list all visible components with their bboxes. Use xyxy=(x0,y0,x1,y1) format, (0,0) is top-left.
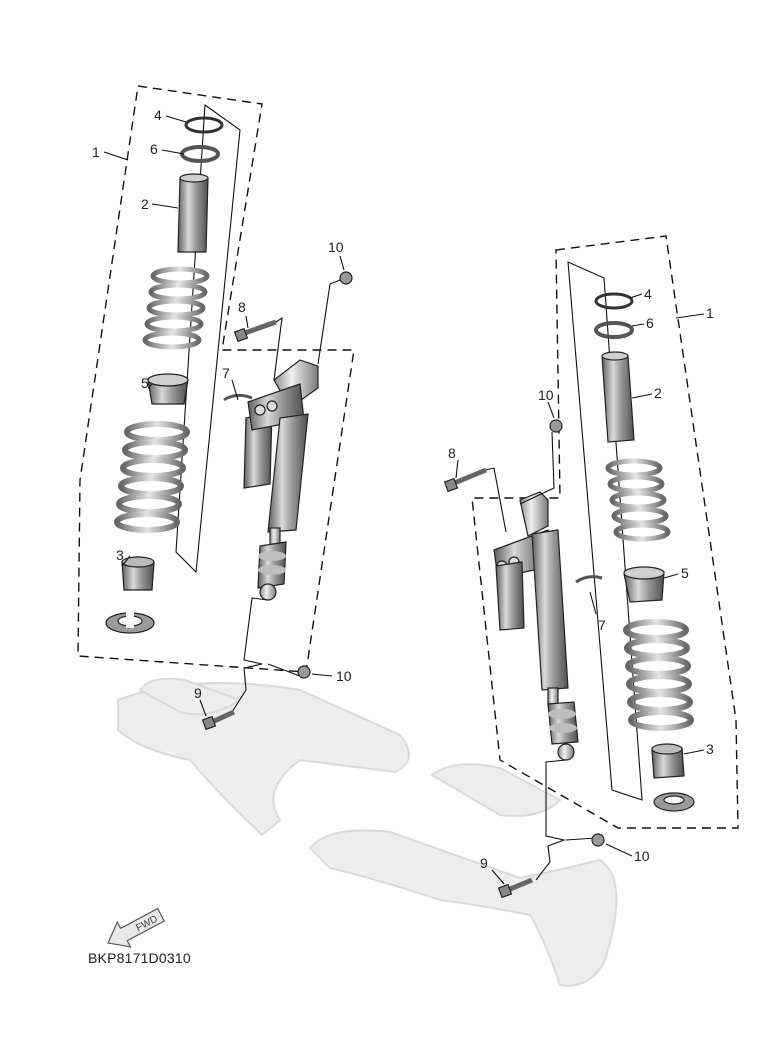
right-lower-leader xyxy=(535,759,597,881)
ghost-swingarm-left xyxy=(117,677,410,837)
right-assembly-leader xyxy=(567,261,643,801)
left-spring-guide-2 xyxy=(177,173,209,253)
left-assembly-boundary xyxy=(77,85,355,673)
callouts-left: 1 4 6 2 5 7 8 10 3 9 10 xyxy=(92,107,352,701)
callout-left-1: 1 xyxy=(92,144,100,160)
left-upper-spring xyxy=(142,266,210,350)
right-lower-spring xyxy=(623,619,694,731)
callout-right-10-lower: 10 xyxy=(634,848,650,864)
callout-left-4: 4 xyxy=(154,107,162,123)
callout-right-4: 4 xyxy=(644,286,652,302)
right-bolt-9 xyxy=(497,877,533,899)
left-shock-absorber xyxy=(243,359,319,601)
callout-right-6: 6 xyxy=(646,315,654,331)
callout-leader-lines xyxy=(103,115,705,885)
callout-right-7: 7 xyxy=(598,617,606,633)
right-spring-seat-5 xyxy=(623,566,665,603)
left-bolt-leader xyxy=(273,316,283,381)
right-nut-10-upper xyxy=(549,419,563,433)
right-nut-leader xyxy=(519,431,555,505)
right-ring-4 xyxy=(594,292,634,310)
right-washer xyxy=(653,792,695,812)
right-clip-7 xyxy=(575,575,603,584)
callout-left-6: 6 xyxy=(150,141,158,157)
callout-right-3: 3 xyxy=(706,741,714,757)
callout-left-7: 7 xyxy=(222,365,230,381)
left-nut-10-lower xyxy=(297,665,311,679)
right-nut-10-lower xyxy=(591,833,605,847)
callout-right-5: 5 xyxy=(681,565,689,581)
left-lower-spring xyxy=(114,421,190,533)
right-spring-seat-3 xyxy=(651,743,685,779)
fwd-arrow-icon: FWD xyxy=(107,907,166,948)
callout-left-10-upper: 10 xyxy=(328,239,344,255)
callout-left-10-lower: 10 xyxy=(336,668,352,684)
drawing-code: BKP8171D0310 xyxy=(88,950,191,966)
left-nut-leader xyxy=(317,279,341,365)
callouts-right: 1 4 6 2 5 7 8 10 3 9 10 xyxy=(448,286,714,871)
callout-right-9: 9 xyxy=(480,855,488,871)
left-spring-seat-3 xyxy=(121,556,155,591)
right-upper-spring xyxy=(605,458,671,542)
left-washer xyxy=(105,612,155,634)
left-lower-leader xyxy=(231,597,301,713)
right-bolt-8 xyxy=(443,467,487,493)
callout-right-2: 2 xyxy=(654,385,662,401)
right-assembly-boundary xyxy=(471,235,739,829)
right-spring-guide-2 xyxy=(601,351,635,443)
callout-right-8: 8 xyxy=(448,445,456,461)
left-bolt-9 xyxy=(201,709,236,731)
ghost-swingarm-right xyxy=(308,763,618,987)
callout-left-5: 5 xyxy=(141,375,149,391)
right-shock-absorber xyxy=(493,491,579,761)
callout-left-8: 8 xyxy=(238,299,246,315)
callout-right-10-upper: 10 xyxy=(538,387,554,403)
left-nut-10-upper xyxy=(339,271,353,285)
callout-left-9: 9 xyxy=(194,685,202,701)
callout-left-3: 3 xyxy=(116,547,124,563)
callout-right-1: 1 xyxy=(706,305,714,321)
fwd-label: FWD xyxy=(134,914,159,934)
right-ring-6 xyxy=(594,321,634,339)
left-ring-4 xyxy=(184,116,224,134)
left-assembly-leader xyxy=(175,103,241,574)
left-bolt-8 xyxy=(233,319,277,343)
right-bolt-leader xyxy=(485,467,507,533)
callout-left-2: 2 xyxy=(141,196,149,212)
left-ring-6 xyxy=(180,145,220,163)
left-spring-seat-5 xyxy=(147,373,189,405)
